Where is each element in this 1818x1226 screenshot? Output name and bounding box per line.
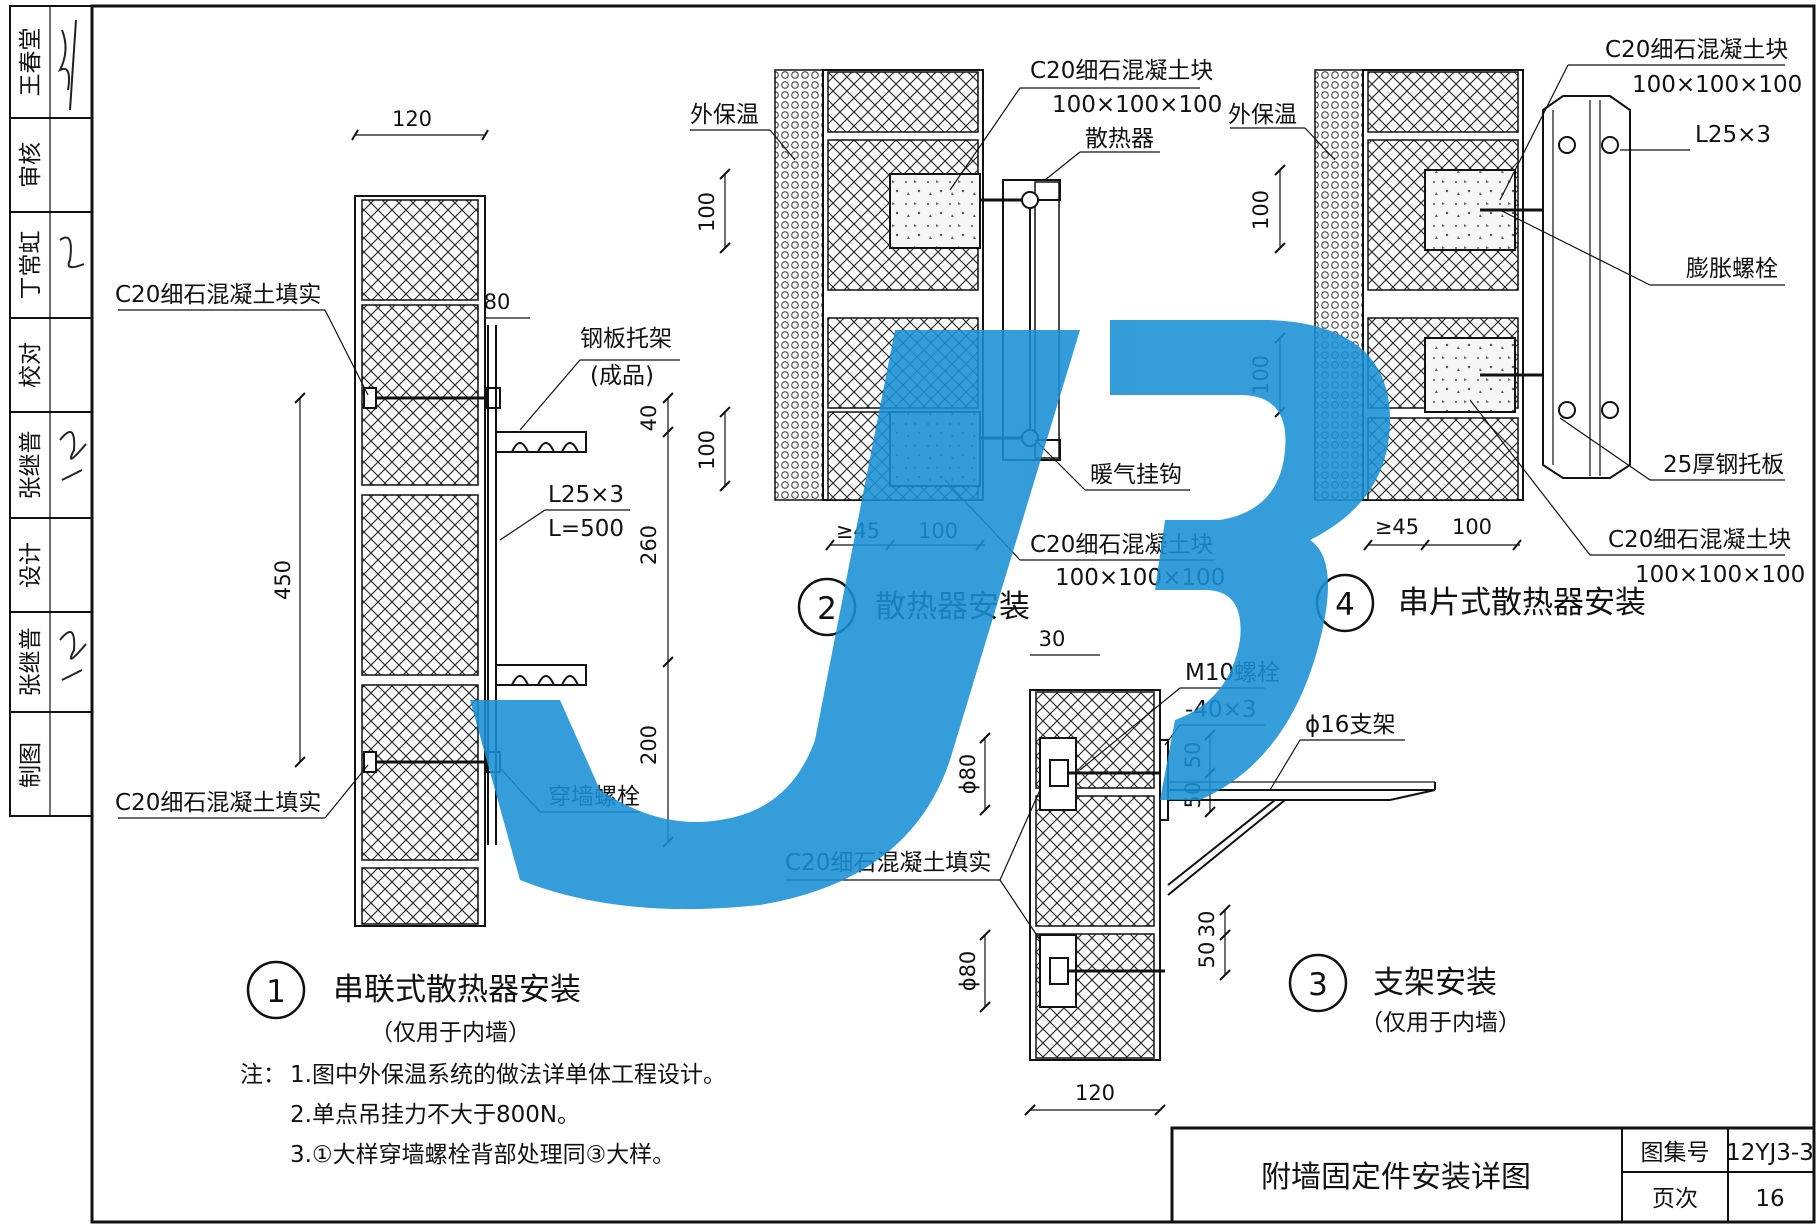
label-block-top: C20细石混凝土块 (1030, 58, 1213, 84)
detail-1-title: 串联式散热器安装 (333, 972, 581, 1008)
dim-100a: 100 (695, 192, 719, 232)
dim3-width: 120 (1075, 1081, 1115, 1105)
label-insulation: 外保温 (690, 102, 759, 128)
detail-2-number: 2 (817, 591, 837, 627)
label4-anchor: 膨胀螺栓 (1686, 256, 1778, 282)
label4-insulation: 外保温 (1228, 102, 1297, 128)
label4-block-bottom-size: 100×100×100 (1635, 562, 1805, 588)
detail-1-subtitle: （仅用于内墙） (370, 1020, 531, 1046)
dim-width: 120 (392, 107, 432, 131)
dim3-30top: 30 (1039, 627, 1066, 651)
signer-name-check: 丁常虹 (18, 231, 44, 300)
label4-block-top-size: 100×100×100 (1632, 72, 1802, 98)
detail-4-title: 串片式散热器安装 (1398, 585, 1646, 621)
detail-3: 30 ϕ80 50 50 30 50 ϕ80 120 M10螺栓 -40×3 ϕ… (785, 627, 1521, 1116)
label-block-top-size: 100×100×100 (1052, 92, 1222, 118)
detail-3-number: 3 (1308, 967, 1328, 1003)
label4-plate: 25厚钢托板 (1663, 452, 1784, 478)
label-angle: L25×3 (548, 482, 624, 508)
dim3-phi80b: ϕ80 (956, 951, 980, 992)
role-check: 校对 (18, 342, 44, 388)
signature-scribble (57, 19, 77, 111)
note-3: 3.①大样穿墙螺栓背部处理同③大样。 (290, 1142, 675, 1168)
label4-block-bottom: C20细石混凝土块 (1608, 527, 1791, 553)
title-block: 附墙固定件安装详图 图集号 12YJ3-3 页次 16 (1170, 1126, 1816, 1224)
label-radiator: 散热器 (1085, 126, 1154, 152)
dim4-w100: 100 (1452, 515, 1492, 539)
dim4-100a: 100 (1249, 190, 1273, 230)
dim-height: 450 (271, 560, 295, 600)
note-1: 1.图中外保温系统的做法详单体工程设计。 (290, 1062, 726, 1088)
jb-watermark-logo (470, 320, 1390, 910)
label-fill-top: C20细石混凝土填实 (115, 282, 321, 308)
dim-offset: 80 (484, 290, 511, 314)
dim3-phi80a: ϕ80 (956, 754, 980, 795)
role-draw: 制图 (18, 742, 44, 788)
signer-name-draw: 张继普 (18, 628, 44, 697)
detail-1: 120 80 450 40 260 200 C20细石混凝土填实 C20细石混凝… (115, 107, 680, 1046)
label4-block-top: C20细石混凝土块 (1605, 37, 1788, 63)
signature-scribble (59, 236, 85, 269)
atlas-value: 12YJ3-3 (1726, 1140, 1814, 1166)
label-fill-bottom: C20细石混凝土填实 (115, 790, 321, 816)
label-length: L=500 (548, 516, 624, 542)
signer-name-review: 王春堂 (18, 28, 44, 97)
label-bracket-note: (成品) (590, 363, 654, 389)
label3-bracket: ϕ16支架 (1305, 712, 1395, 738)
dim4-ge45: ≥45 (1375, 515, 1419, 539)
watermark-b-shape (1110, 320, 1390, 800)
detail-1-number: 1 (266, 974, 286, 1010)
dim3-50c: 50 (1195, 942, 1219, 969)
page-label: 页次 (1652, 1186, 1698, 1212)
label-bracket: 钢板托架 (580, 326, 672, 352)
role-design: 设计 (18, 542, 44, 588)
detail-4-number: 4 (1335, 587, 1355, 623)
dim-40: 40 (637, 405, 661, 432)
dim3-30: 30 (1195, 911, 1219, 938)
atlas-label: 图集号 (1641, 1140, 1710, 1166)
detail-4: 100 100 ≥45 100 外保温 C20细石混凝土块 100×100×10… (1228, 37, 1805, 633)
signature-scribble (59, 431, 87, 481)
notes-prefix: 注： (240, 1062, 286, 1088)
role-review: 审核 (18, 142, 44, 188)
notes: 注： 1.图中外保温系统的做法详单体工程设计。 2.单点吊挂力不大于800N。 … (240, 1062, 726, 1168)
detail-3-title: 支架安装 (1373, 965, 1497, 1001)
drawing-title: 附墙固定件安装详图 (1261, 1160, 1531, 1195)
dim-260: 260 (637, 525, 661, 565)
dim-200: 200 (637, 725, 661, 765)
signature-scribble (59, 631, 87, 681)
detail-3-subtitle: （仅用于内墙） (1360, 1010, 1521, 1036)
note-2: 2.单点吊挂力不大于800N。 (290, 1102, 580, 1128)
dim-100b: 100 (695, 430, 719, 470)
watermark-j-shape (470, 330, 1080, 910)
page-value: 16 (1755, 1186, 1784, 1212)
signer-name-design: 张继普 (18, 431, 44, 500)
signature-column: 王春堂 审核 丁常虹 校对 张继普 设计 张继普 制图 (9, 5, 93, 817)
label4-angle: L25×3 (1695, 122, 1771, 148)
label-hook: 暖气挂钩 (1090, 462, 1182, 488)
